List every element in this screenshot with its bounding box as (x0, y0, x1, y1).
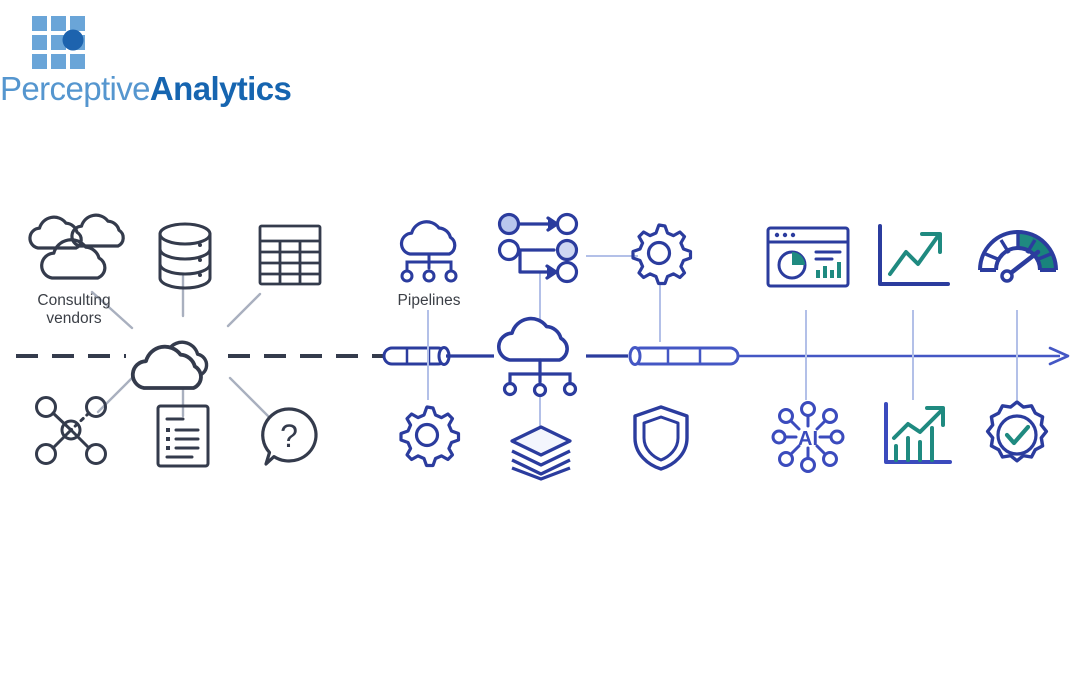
bar-chart-up-icon (882, 402, 952, 468)
stem-dashboard (805, 310, 807, 400)
right-arrow-head-icon (1048, 346, 1070, 366)
dashboard-window-icon (766, 226, 850, 288)
gear-icon (396, 404, 461, 468)
multi-cloud-icon (22, 212, 125, 284)
brand-name-light: Perceptive (0, 70, 151, 107)
brand-name-bold: Analytics (149, 70, 292, 107)
workflow-routing-icon (497, 212, 584, 286)
ai-label-glyph: AI (798, 428, 818, 450)
cloud-hub-icon (118, 318, 248, 396)
cloud-network-hub-icon (486, 302, 594, 402)
question-speech-bubble-icon: ? (258, 406, 320, 468)
grid-squares-dot-logo-icon (32, 16, 92, 76)
consulting-vendors-label: Consulting vendors (37, 292, 111, 327)
gauge-meter-icon (976, 228, 1060, 284)
brand-wordmark: PerceptiveAnalytics (0, 70, 292, 108)
pipe-left (382, 346, 451, 366)
database-cylinder-icon (156, 222, 214, 290)
network-nodes-icon (32, 394, 110, 466)
document-list-icon (156, 404, 210, 468)
pipelines-label: Pipelines (397, 292, 461, 309)
question-mark-glyph: ? (280, 418, 298, 454)
stacked-layers-icon (508, 424, 574, 481)
gear-icon (628, 222, 693, 286)
spreadsheet-table-icon (258, 224, 322, 286)
data-journey-timeline (0, 338, 1080, 374)
stem-gauge (1016, 310, 1018, 400)
brand-logo: PerceptiveAnalytics (0, 8, 300, 118)
stem-pipelines (427, 310, 429, 400)
cloud-network-icon (392, 216, 466, 283)
line-chart-up-icon (876, 224, 950, 288)
stem-gear-top (659, 282, 661, 342)
ai-network-icon: AI (768, 398, 848, 476)
shield-icon (632, 404, 690, 472)
stem-layers (539, 392, 541, 430)
stem-linechart (912, 310, 914, 400)
stem-gear-link (586, 255, 638, 257)
pipe-right (628, 346, 740, 366)
source-hub-spokes (20, 260, 320, 450)
stem-workflow (539, 272, 541, 324)
verified-badge-icon (982, 400, 1052, 470)
